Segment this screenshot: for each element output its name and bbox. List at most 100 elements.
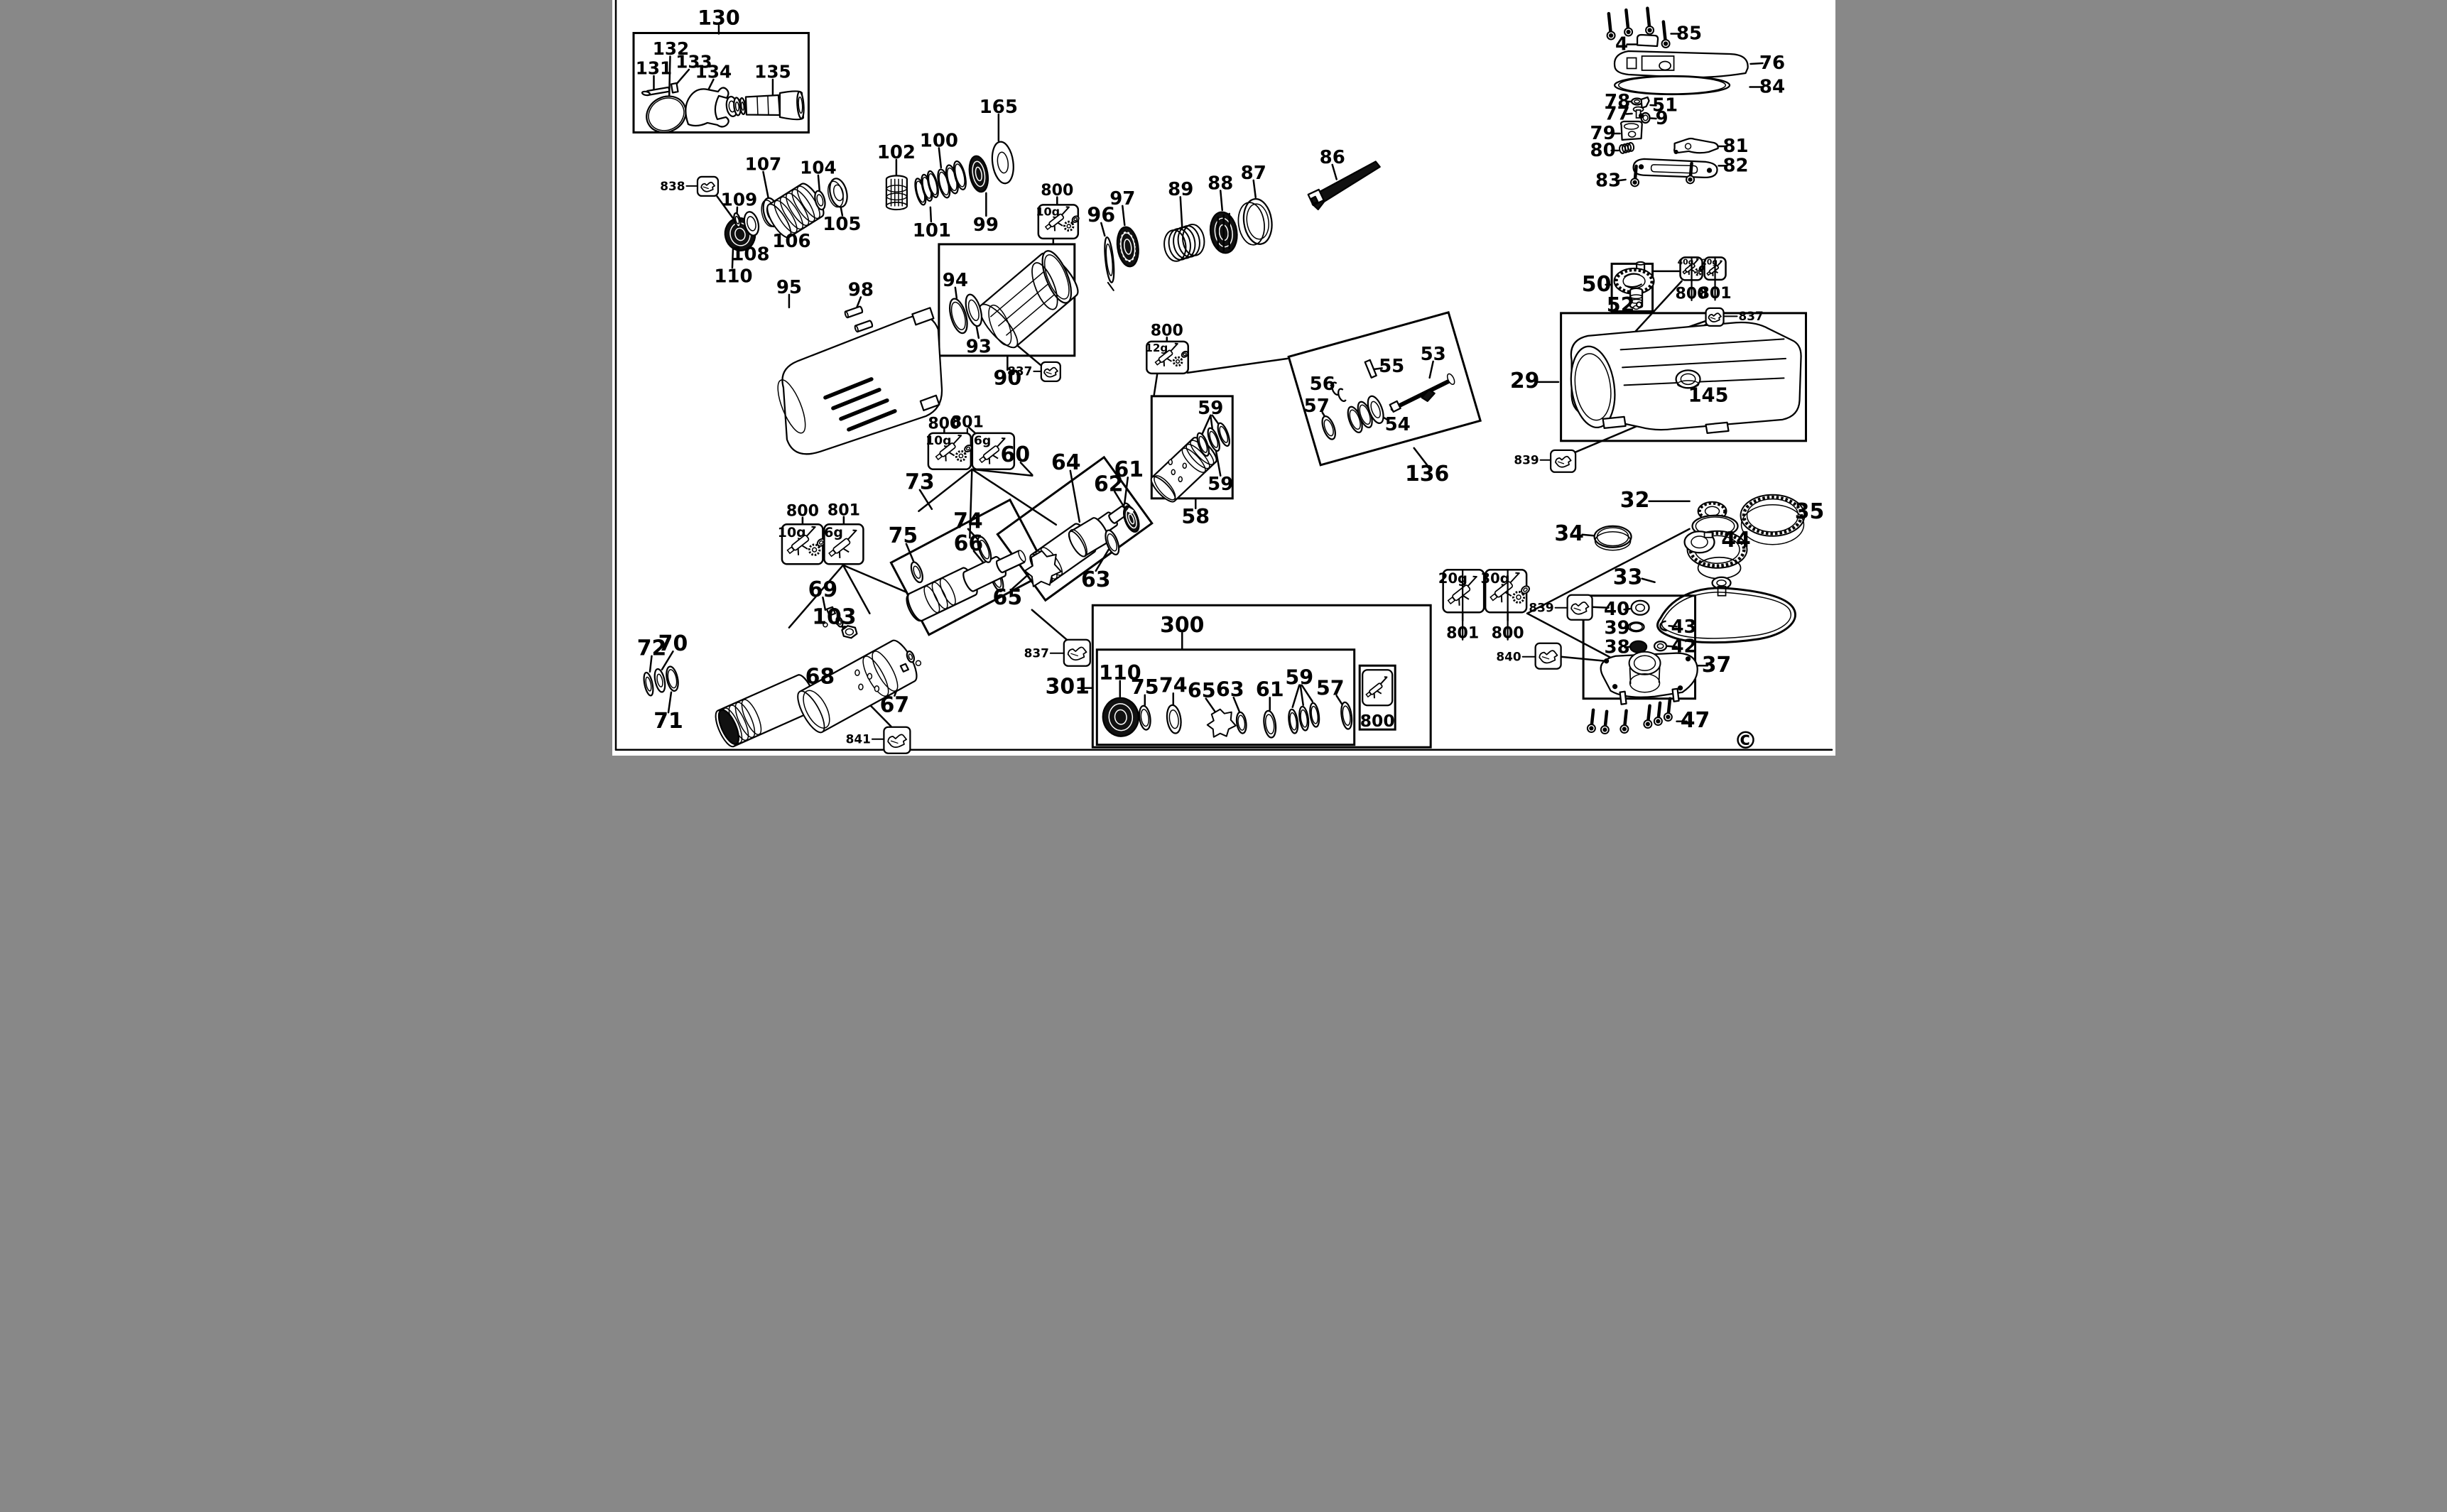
part-shape (1140, 709, 1149, 727)
part-shape (746, 216, 756, 232)
grease-gun-icon (957, 435, 962, 437)
part-shape (1237, 202, 1265, 246)
grease-weight-label: 6g (824, 525, 843, 540)
part-shape (1715, 580, 1727, 587)
part-label-74: 74 (953, 509, 983, 534)
part-shape (908, 653, 913, 660)
grease-weight-label: 40g (1677, 258, 1693, 267)
leader-line (1623, 377, 1785, 386)
part-label-108: 108 (731, 244, 769, 265)
part-shape (1126, 507, 1134, 514)
grease-pad-icon (702, 186, 709, 190)
part-shape (1612, 684, 1617, 690)
part-label-79: 79 (1590, 123, 1615, 144)
grease-gun-icon (1065, 206, 1070, 208)
leader-line (674, 68, 690, 87)
leader-line (968, 468, 973, 539)
part-shape (815, 194, 823, 207)
part-label-300: 300 (1160, 613, 1204, 638)
leader-line (821, 597, 826, 611)
group-box-130 (631, 31, 810, 134)
grease-weight-label: 30g (1480, 570, 1509, 587)
part-shape (1153, 475, 1176, 501)
grease-gun-icon (818, 540, 823, 545)
part-label-103: 103 (812, 605, 856, 630)
part-shape (915, 660, 921, 666)
part-label-86: 86 (1319, 147, 1345, 168)
part-shape (1178, 476, 1183, 483)
part-label-98: 98 (847, 279, 873, 300)
grease-gun-icon (1044, 223, 1052, 231)
grease-gun-icon (1073, 217, 1078, 222)
leader-line (1031, 609, 1068, 641)
grease-gun-icon (1364, 691, 1372, 698)
part-shape (1624, 283, 1642, 288)
spider-gasket (1206, 708, 1237, 738)
part-shape (1208, 430, 1218, 448)
part-label-301: 301 (1045, 675, 1089, 700)
part-label-59: 59 (1198, 398, 1223, 419)
gear-cover-plate (1600, 652, 1698, 698)
part-shape (684, 87, 729, 128)
leader-line (867, 702, 892, 727)
part-shape (1389, 400, 1401, 413)
part-shape (1198, 435, 1208, 453)
part-shape (1106, 533, 1117, 552)
grease-gun-icon (1711, 272, 1714, 276)
part-shape (971, 161, 985, 187)
grease-gun-icon (786, 546, 795, 555)
grease-gun-icon (1467, 576, 1477, 587)
part-shape (1623, 273, 1640, 278)
pad-id-label-837: 837 (1738, 309, 1763, 323)
grease-gun-icon (1154, 359, 1161, 366)
group-box-136 (1286, 311, 1482, 467)
grease-pad-icon (1710, 317, 1715, 320)
part-label-82: 82 (1722, 155, 1748, 176)
leader-line (1372, 367, 1383, 371)
grease-gun-icon (1175, 359, 1180, 364)
part-shape (1629, 673, 1660, 693)
part-label-39: 39 (1604, 618, 1629, 639)
part-shape (1638, 113, 1644, 119)
leader-line (788, 564, 844, 629)
part-label-110: 110 (714, 266, 752, 287)
part-shape (997, 151, 1009, 174)
part-shape (667, 669, 677, 689)
part-shape (1622, 727, 1627, 731)
part-shape (1646, 28, 1652, 33)
leader-line (761, 170, 769, 200)
part-shape (1614, 268, 1654, 294)
part-label-51: 51 (1651, 94, 1677, 116)
part-label-65: 65 (1187, 678, 1215, 702)
part-label-99: 99 (972, 214, 998, 236)
part-label-83: 83 (1595, 170, 1621, 191)
part-label-50: 50 (1581, 272, 1611, 297)
part-label-55: 55 (1379, 356, 1404, 377)
grease-gun-icon (1044, 206, 1080, 232)
part-shape (1342, 705, 1351, 727)
grease-gun-icon (811, 547, 817, 553)
grease-gun-icon (1166, 357, 1172, 362)
part-shape (1687, 177, 1693, 182)
grease-gun-icon (1053, 225, 1056, 232)
grease-gun-icon (810, 526, 815, 528)
part-shape (1358, 404, 1371, 425)
leader-line (1010, 573, 1029, 591)
grease-gun-icon (1700, 266, 1703, 270)
leader-line (1215, 449, 1222, 477)
part-label-53: 53 (1420, 344, 1445, 365)
part-label-136: 136 (1404, 462, 1448, 486)
part-label-59: 59 (1208, 474, 1233, 495)
grease-gun-icon (935, 435, 972, 462)
grease-gun-icon (1688, 271, 1690, 275)
grease-pad-icon (1070, 653, 1078, 657)
grease-gun-icon (801, 545, 808, 550)
spring (1624, 142, 1632, 153)
part-shape (919, 394, 940, 411)
part-shape (1632, 180, 1637, 185)
grease-gun-icon (828, 549, 836, 558)
part-shape (741, 699, 761, 736)
part-shape (1676, 380, 1699, 388)
part-shape (987, 304, 1011, 346)
part-label-67: 67 (879, 693, 909, 718)
